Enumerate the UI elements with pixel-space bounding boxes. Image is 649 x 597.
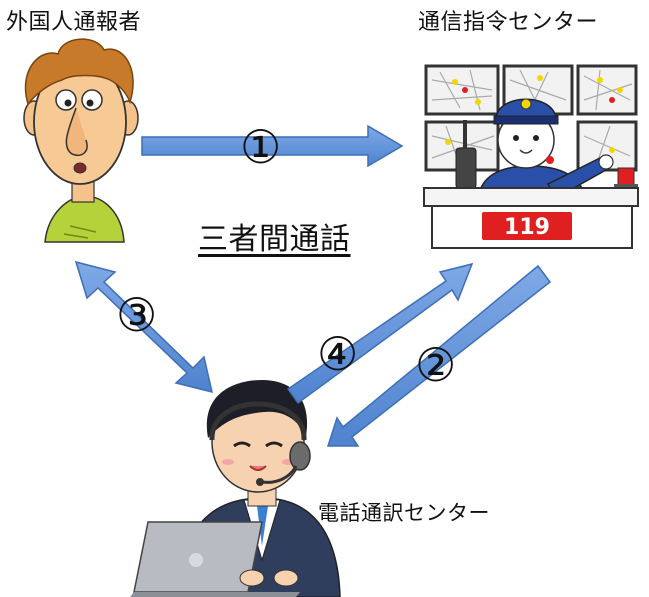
dispatch-center-illustration	[423, 64, 639, 249]
arrow-4	[286, 262, 474, 405]
interpreter-illustration	[130, 380, 341, 597]
laptop-icon	[130, 521, 300, 597]
step-2-number: ②	[415, 338, 457, 392]
dispatch-desk	[423, 187, 639, 207]
interpreter-center-label: 電話通訳センター	[318, 501, 490, 525]
interpreter-hair	[206, 380, 308, 438]
three-way-call-label: 三者間通話	[198, 222, 351, 257]
dispatch-center-label: 通信指令センター	[418, 10, 599, 35]
sign-119	[482, 212, 572, 240]
reporter-shirt	[44, 195, 125, 243]
foreign-reporter-illustration	[23, 38, 139, 243]
step-1-number: ①	[240, 120, 282, 174]
arrow-1	[141, 124, 404, 168]
reporter-label: 外国人通報者	[6, 10, 142, 35]
reporter-hair	[24, 38, 134, 106]
arrow-3	[74, 260, 214, 394]
step-4-number: ④	[317, 327, 359, 381]
step-3-number: ③	[116, 288, 158, 342]
arrow-2	[326, 264, 552, 447]
sign-119-text: 119	[504, 215, 550, 240]
headset-icon	[209, 401, 307, 441]
